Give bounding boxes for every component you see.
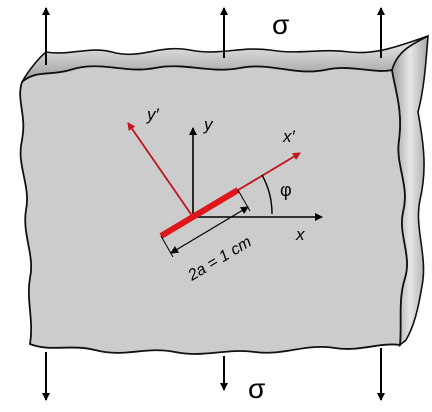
plate-front-face <box>19 65 408 355</box>
crack-length-dimension <box>170 206 249 254</box>
y-prime-axis <box>127 122 194 218</box>
y-prime-axis-label: y′ <box>146 105 160 124</box>
y-axis-label: y <box>203 115 214 134</box>
angle-arc <box>261 174 273 215</box>
angle-label: φ <box>280 180 292 200</box>
sigma-label-bottom: σ <box>248 373 265 404</box>
x-prime-axis-label: x′ <box>282 127 296 146</box>
x-axis-label: x <box>295 225 305 244</box>
sigma-label-top: σ <box>272 9 289 40</box>
